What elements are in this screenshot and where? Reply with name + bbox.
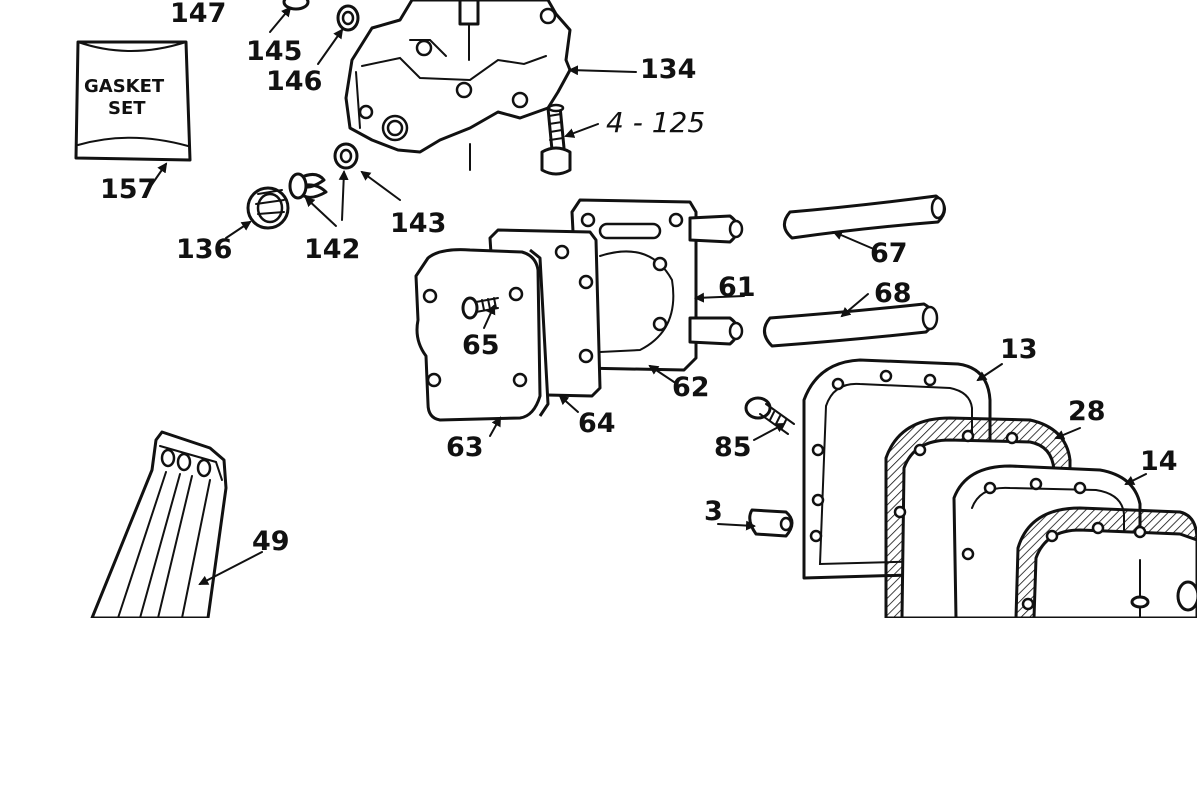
- washer-146: [336, 4, 360, 32]
- callout-13: 13: [1000, 334, 1038, 365]
- leader-lines: [147, 6, 1147, 585]
- bolt-85: [744, 396, 795, 435]
- callout-67: 67: [870, 238, 908, 269]
- callout-4-125: 4 - 125: [606, 106, 705, 139]
- callout-61: 61: [718, 272, 756, 303]
- callout-136: 136: [176, 234, 232, 265]
- dowel-3: [748, 508, 794, 538]
- callout-65: 65: [462, 330, 500, 361]
- spring-142: [288, 172, 328, 200]
- callout-142: 142: [304, 234, 360, 265]
- callout-85: 85: [714, 432, 752, 463]
- bracket-49: [90, 430, 228, 620]
- jet-145: [282, 0, 310, 11]
- carburetor-body-134: [344, 0, 572, 171]
- callout-28: 28: [1068, 396, 1106, 427]
- callout-64: 64: [578, 408, 616, 439]
- callout-147: 147: [170, 0, 226, 29]
- callout-68: 68: [874, 278, 912, 309]
- callout-134: 134: [640, 54, 696, 85]
- gasket-set-package: GASKET SET: [74, 40, 192, 162]
- callout-63: 63: [446, 432, 484, 463]
- callout-49: 49: [252, 526, 290, 557]
- callout-labels: 147 145 146 134 4 - 125 157 136 142 143 …: [100, 0, 1178, 557]
- hose-67: [783, 194, 946, 240]
- callout-62: 62: [672, 372, 710, 403]
- callout-14: 14: [1140, 446, 1178, 477]
- callout-145: 145: [246, 36, 302, 67]
- gasket-inner-hatched: [1014, 506, 1197, 620]
- hose-68: [763, 302, 939, 348]
- blank-margin: [0, 618, 1197, 800]
- callout-157: 157: [100, 174, 156, 205]
- plug-136: [246, 186, 290, 230]
- callout-3: 3: [704, 496, 723, 527]
- gasket-set-label-line2: SET: [108, 98, 146, 119]
- screw-4-125: [540, 103, 572, 176]
- callout-143: 143: [390, 208, 446, 239]
- callout-146: 146: [266, 66, 322, 97]
- washer-143: [333, 142, 359, 170]
- gasket-set-label-line1: GASKET: [84, 76, 165, 97]
- reed-cover-63: [414, 248, 542, 422]
